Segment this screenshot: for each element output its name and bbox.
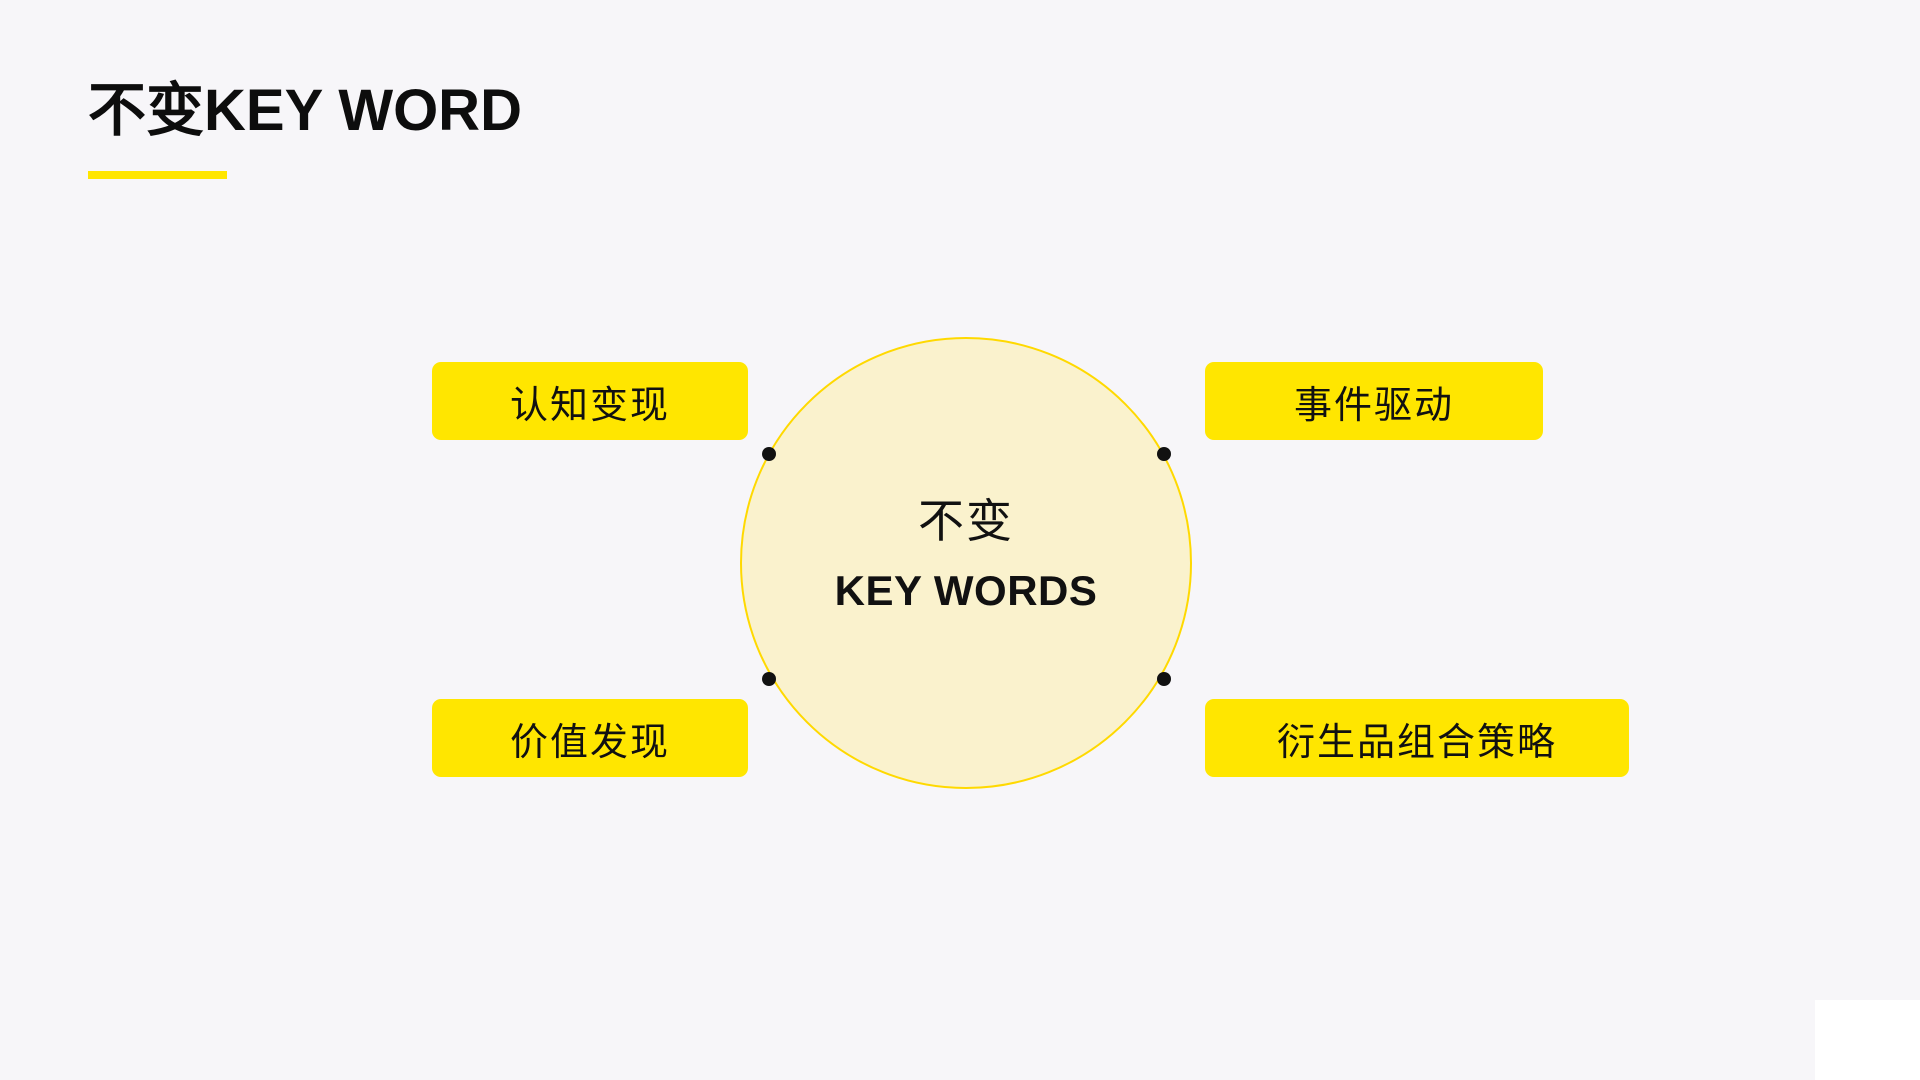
page-title-block: 不变KEY WORD <box>88 82 522 179</box>
keyword-box-top-left[interactable]: 认知变现 <box>432 362 748 440</box>
keyword-box-top-right[interactable]: 事件驱动 <box>1205 362 1543 440</box>
corner-white-patch <box>1815 1000 1920 1080</box>
page-title: 不变KEY WORD <box>88 78 522 143</box>
keyword-box-bottom-right[interactable]: 衍生品组合策略 <box>1205 699 1629 777</box>
connector-dot-bottom-right <box>1157 672 1171 686</box>
keyword-box-bottom-left[interactable]: 价值发现 <box>432 699 748 777</box>
circle-title-en: KEY WORDS <box>834 566 1098 614</box>
circle-title-cn: 不变 <box>918 495 1014 548</box>
connector-dot-bottom-left <box>762 672 776 686</box>
connector-dot-top-right <box>1157 447 1171 461</box>
title-underline-bar <box>88 171 227 179</box>
center-circle: 不变 KEY WORDS <box>740 337 1192 789</box>
connector-dot-top-left <box>762 447 776 461</box>
